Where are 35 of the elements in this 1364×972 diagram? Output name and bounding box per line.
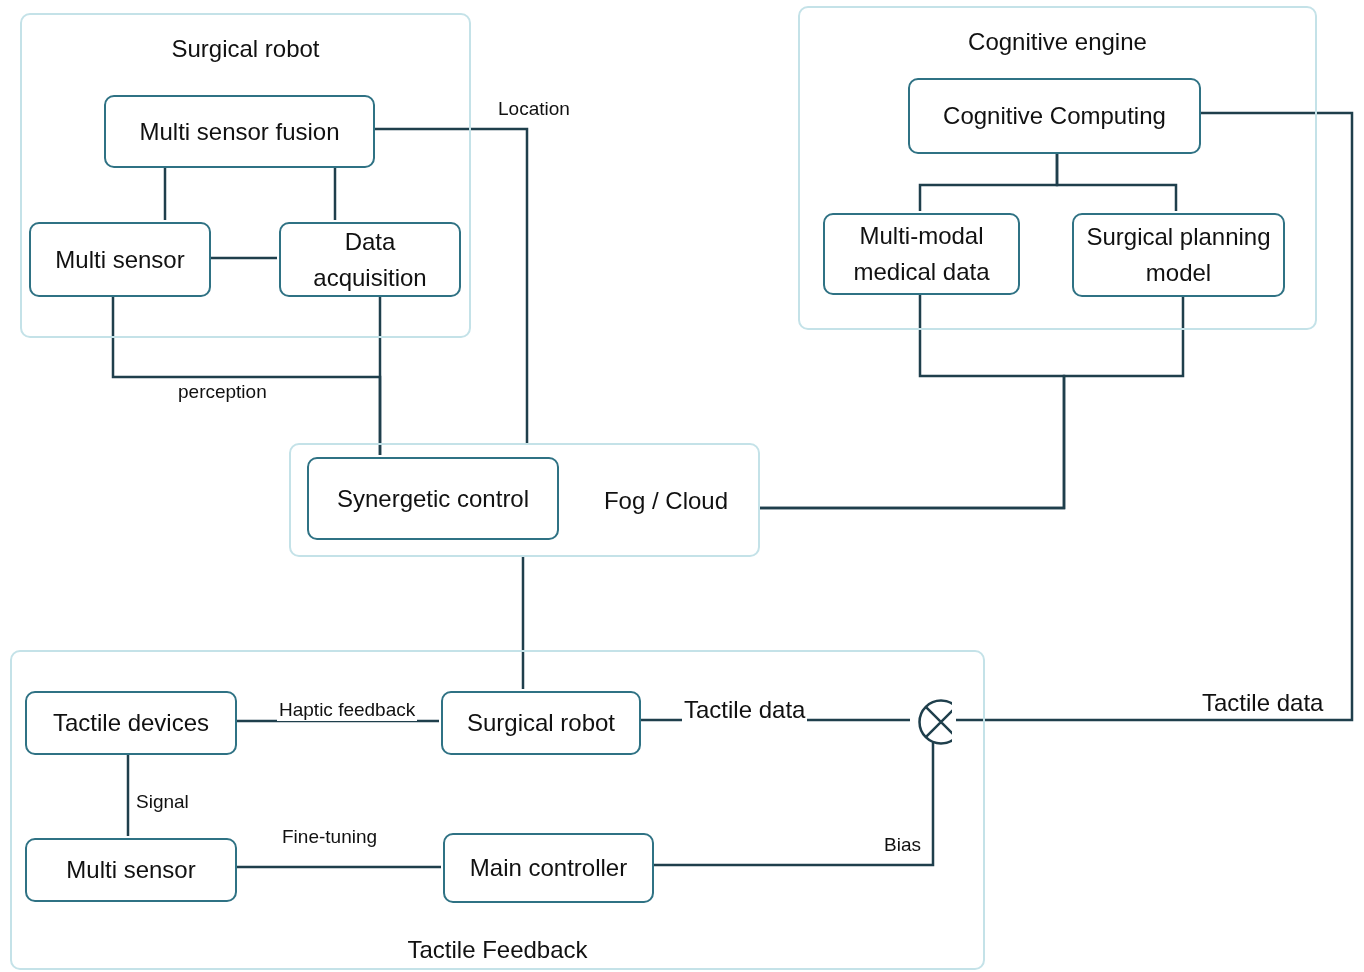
connector-line [373,127,529,443]
process-box: Tactile devices [25,691,237,755]
group-title: Fog / Cloud [602,487,730,515]
group-title: Cognitive engine [967,28,1148,56]
connector-line [378,295,382,455]
connector-line [760,295,1185,510]
group-panel [10,650,985,970]
connector-line [235,719,439,723]
process-box: Surgical robot [441,691,641,755]
process-box: Synergetic control [307,457,559,540]
process-box: Multi-modal medical data [823,213,1020,295]
connector-line [521,557,525,689]
connector-line [209,256,277,260]
connector-line [333,166,337,220]
process-box: Main controller [443,833,654,903]
process-box: Surgical planning model [1072,213,1285,297]
edge-label: Signal [134,792,191,813]
group-panel [798,6,1317,330]
connector-line [235,865,441,869]
process-box: Cognitive Computing [908,78,1201,154]
process-box: Multi sensor [29,222,211,297]
process-box: Multi sensor [25,838,237,902]
process-box: Data acquisition [279,222,461,297]
connector-line [126,753,130,836]
group-panel [289,443,760,557]
connector-line [163,166,167,220]
connector-line [652,743,935,867]
connector-line [1055,152,1178,211]
connector-line [956,111,1354,722]
process-box: Multi sensor fusion [104,95,375,168]
edge-label: perception [176,382,269,403]
edge-label: Haptic feedback [277,700,418,721]
group-title: Tactile Feedback [406,936,589,964]
group-title: Surgical robot [170,35,321,63]
group-panel [20,13,471,338]
